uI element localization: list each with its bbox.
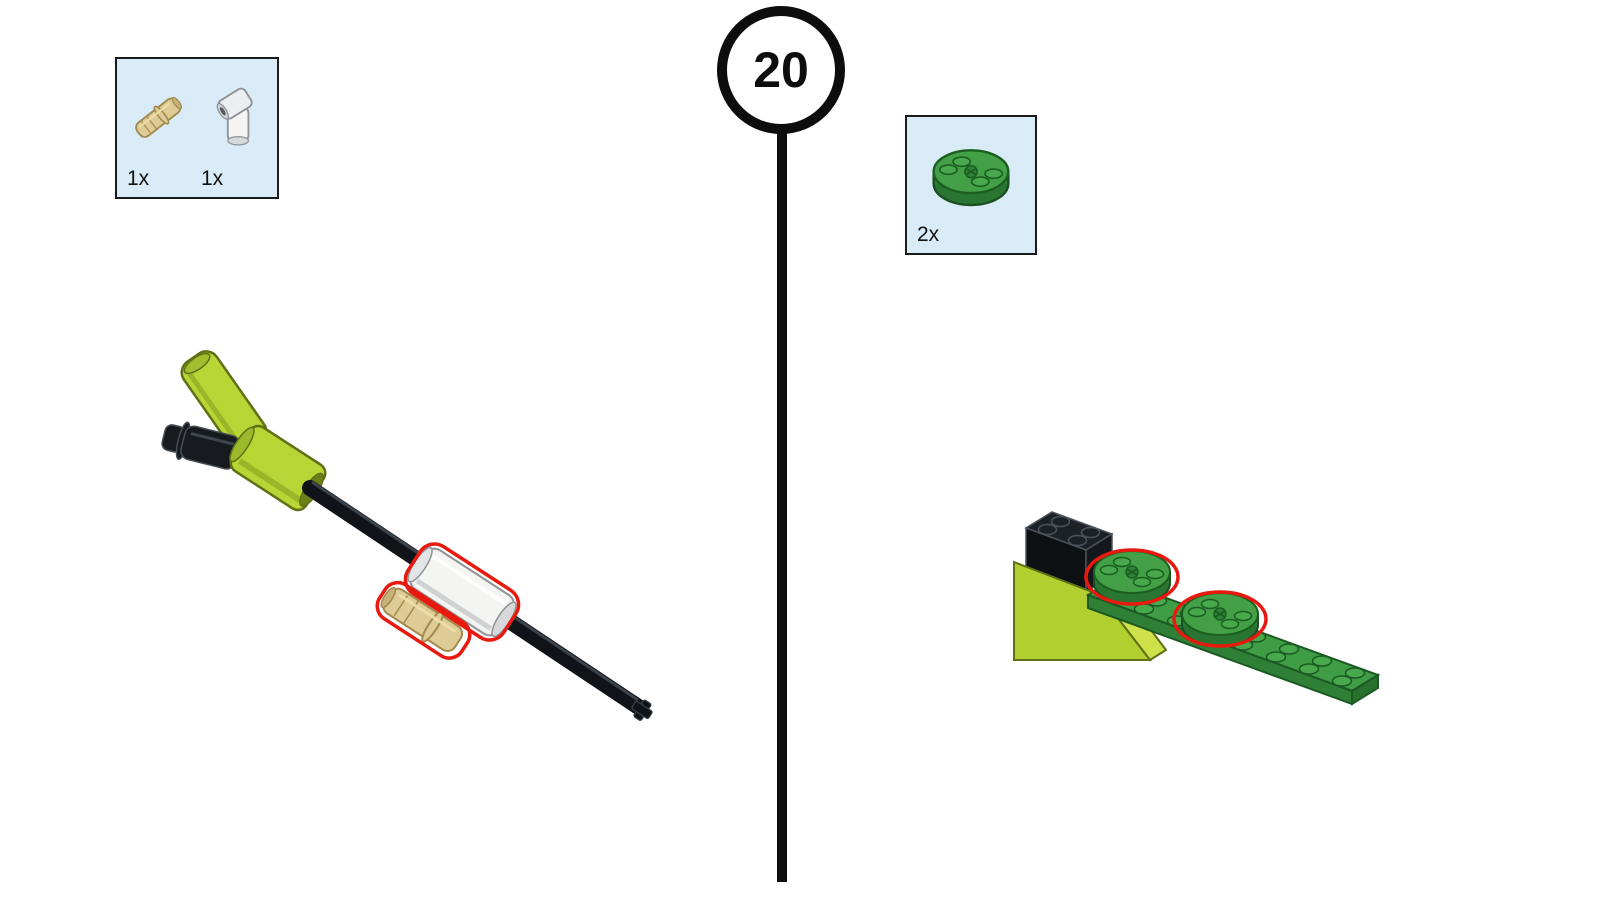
part-cell-round-plate: 2x [917, 125, 1025, 245]
tan-pin [380, 586, 464, 652]
parts-callout-left: 1x 1x [115, 57, 279, 199]
tan-pin-part-icon [135, 96, 183, 138]
part-count: 1x [127, 167, 150, 190]
axle-end-cross [631, 699, 653, 721]
part-cell-tan-pin: 1x [127, 67, 193, 189]
left-subassembly-illustration [161, 350, 653, 721]
white-axle-connector [407, 546, 517, 638]
green-round-plate-b [1181, 592, 1259, 647]
right-subassembly-illustration [1013, 511, 1381, 706]
white-angle-connector-part-icon [216, 87, 253, 146]
part-cell-white-connector: 1x [201, 67, 267, 189]
step-divider-line [777, 110, 787, 882]
green-round-plate-part-icon [932, 149, 1010, 207]
step-number: 20 [753, 42, 809, 98]
black-pin-connector [161, 421, 241, 470]
step-number-badge: 20 [717, 6, 845, 134]
part-count: 2x [917, 223, 940, 246]
part-count: 1x [201, 167, 224, 190]
green-round-plate-a [1093, 550, 1171, 605]
red-highlight-outlines [375, 542, 521, 660]
red-highlight-rings [1084, 548, 1268, 648]
parts-callout-right: 2x [905, 115, 1037, 255]
